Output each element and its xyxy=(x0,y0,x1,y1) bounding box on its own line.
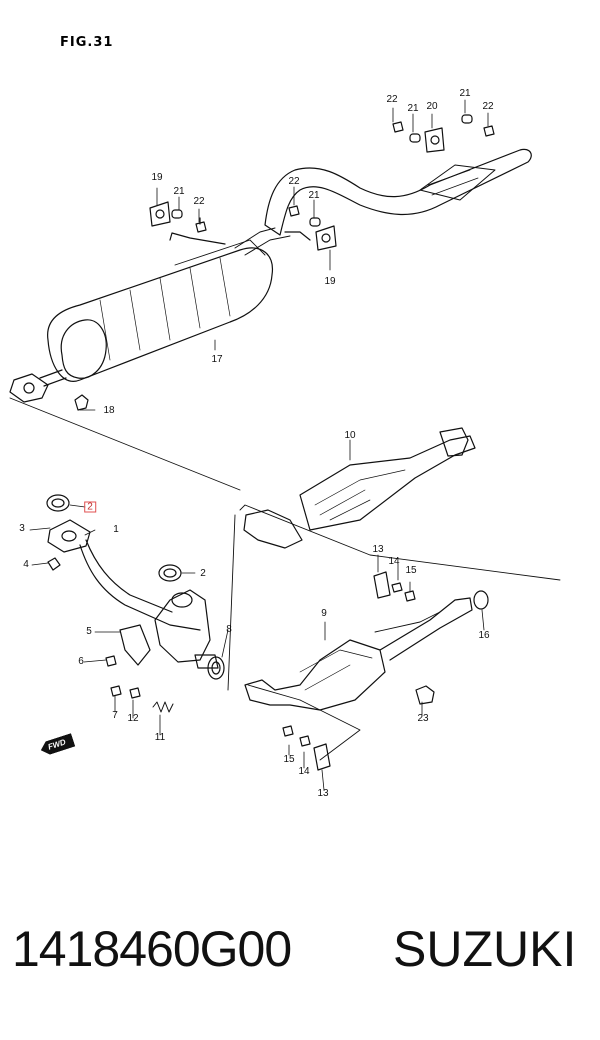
rubber-hanger-20 xyxy=(424,127,445,153)
callout-14: 14 xyxy=(298,766,310,777)
callout-22: 22 xyxy=(193,196,205,207)
footer xyxy=(0,865,600,1040)
callout-7: 7 xyxy=(112,710,118,721)
callout-15: 15 xyxy=(283,754,295,765)
callout-21: 21 xyxy=(407,103,419,114)
front-exhaust-pipe xyxy=(47,519,91,553)
rear-catalytic-pipe xyxy=(244,639,386,711)
callout-1: 1 xyxy=(113,524,119,535)
tail-pipe-heat-shield xyxy=(419,164,496,201)
callout-22: 22 xyxy=(386,94,398,105)
callout-13: 13 xyxy=(372,544,384,555)
muffler-inlet-flange xyxy=(9,373,49,403)
callout-17: 17 xyxy=(211,354,223,365)
callout-13: 13 xyxy=(317,788,329,799)
brand-name: SUZUKI xyxy=(393,921,577,977)
callout-3: 3 xyxy=(19,523,25,534)
callout-15: 15 xyxy=(405,565,417,576)
callout-21: 21 xyxy=(173,186,185,197)
exploded-parts-diagram: FIG.31 22 21 20 21 22 19 21 22 22 21 19 … xyxy=(9,35,561,799)
callout-2-highlighted: 2 xyxy=(84,501,96,513)
callout-18: 18 xyxy=(103,405,115,416)
center-catalytic-pipe xyxy=(299,435,476,531)
callout-4: 4 xyxy=(23,559,29,570)
callout-23: 23 xyxy=(417,713,429,724)
callout-11: 11 xyxy=(154,732,166,743)
gasket-2b xyxy=(158,564,182,582)
callout-9: 9 xyxy=(321,608,327,619)
gasket-8 xyxy=(207,656,225,680)
callout-12: 12 xyxy=(127,713,139,724)
callout-14: 14 xyxy=(388,556,400,567)
part-number: 1418460G00 xyxy=(12,921,292,977)
callout-5: 5 xyxy=(86,626,92,637)
callout-22: 22 xyxy=(288,176,300,187)
callout-22: 22 xyxy=(482,101,494,112)
callout-19: 19 xyxy=(151,172,163,183)
callout-21: 21 xyxy=(308,190,320,201)
muffler-inlet-pipe xyxy=(39,369,67,387)
figure-title: FIG.31 xyxy=(60,35,114,50)
rubber-hanger-19a xyxy=(149,201,171,227)
bracket-5 xyxy=(119,624,151,666)
callout-21: 21 xyxy=(459,88,471,99)
callout-8: 8 xyxy=(226,624,232,635)
rubber-hanger-19b xyxy=(315,225,337,251)
grommet-23 xyxy=(415,685,435,705)
callout-19: 19 xyxy=(324,276,336,287)
callout-20: 20 xyxy=(426,101,438,112)
callout-6: 6 xyxy=(78,656,84,667)
main-muffler xyxy=(47,247,273,382)
tail-pipe xyxy=(264,148,532,236)
gasket-2a xyxy=(46,494,70,512)
spring-11 xyxy=(152,701,174,713)
gasket-16 xyxy=(473,590,489,610)
diagram-drawing xyxy=(9,99,561,791)
callout-10: 10 xyxy=(344,430,356,441)
callout-2: 2 xyxy=(200,568,206,579)
callout-16: 16 xyxy=(478,630,490,641)
